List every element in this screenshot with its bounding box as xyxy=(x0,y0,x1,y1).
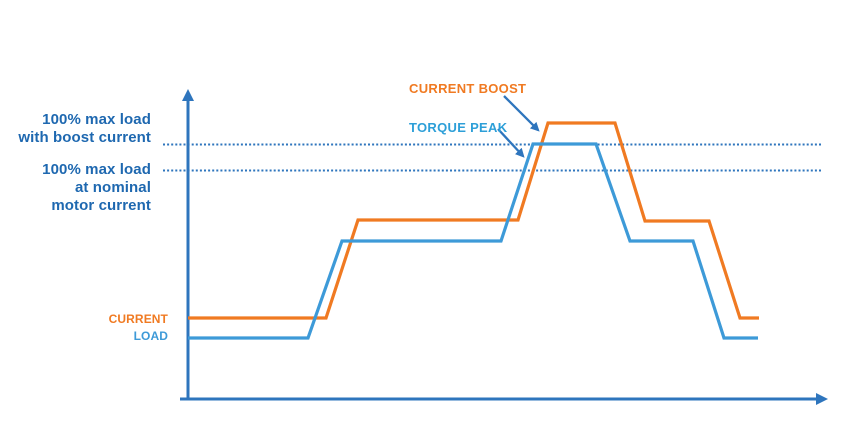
ref-label-max-load-nominal: 100% max load at nominal motor current xyxy=(42,161,151,214)
series-line-load xyxy=(188,142,758,340)
series-label-load: LOAD xyxy=(133,329,168,343)
annotation-arrow-current-boost xyxy=(503,95,540,132)
ref-label-max-load-boost: 100% max load with boost current xyxy=(18,111,151,146)
annotation-torque-peak-label: TORQUE PEAK xyxy=(409,120,508,135)
annotation-current-boost-label: CURRENT BOOST xyxy=(409,81,527,96)
annotation-arrow-torque-peak xyxy=(497,128,525,158)
series-label-current: CURRENT xyxy=(108,312,168,326)
series-line-current xyxy=(188,121,759,320)
